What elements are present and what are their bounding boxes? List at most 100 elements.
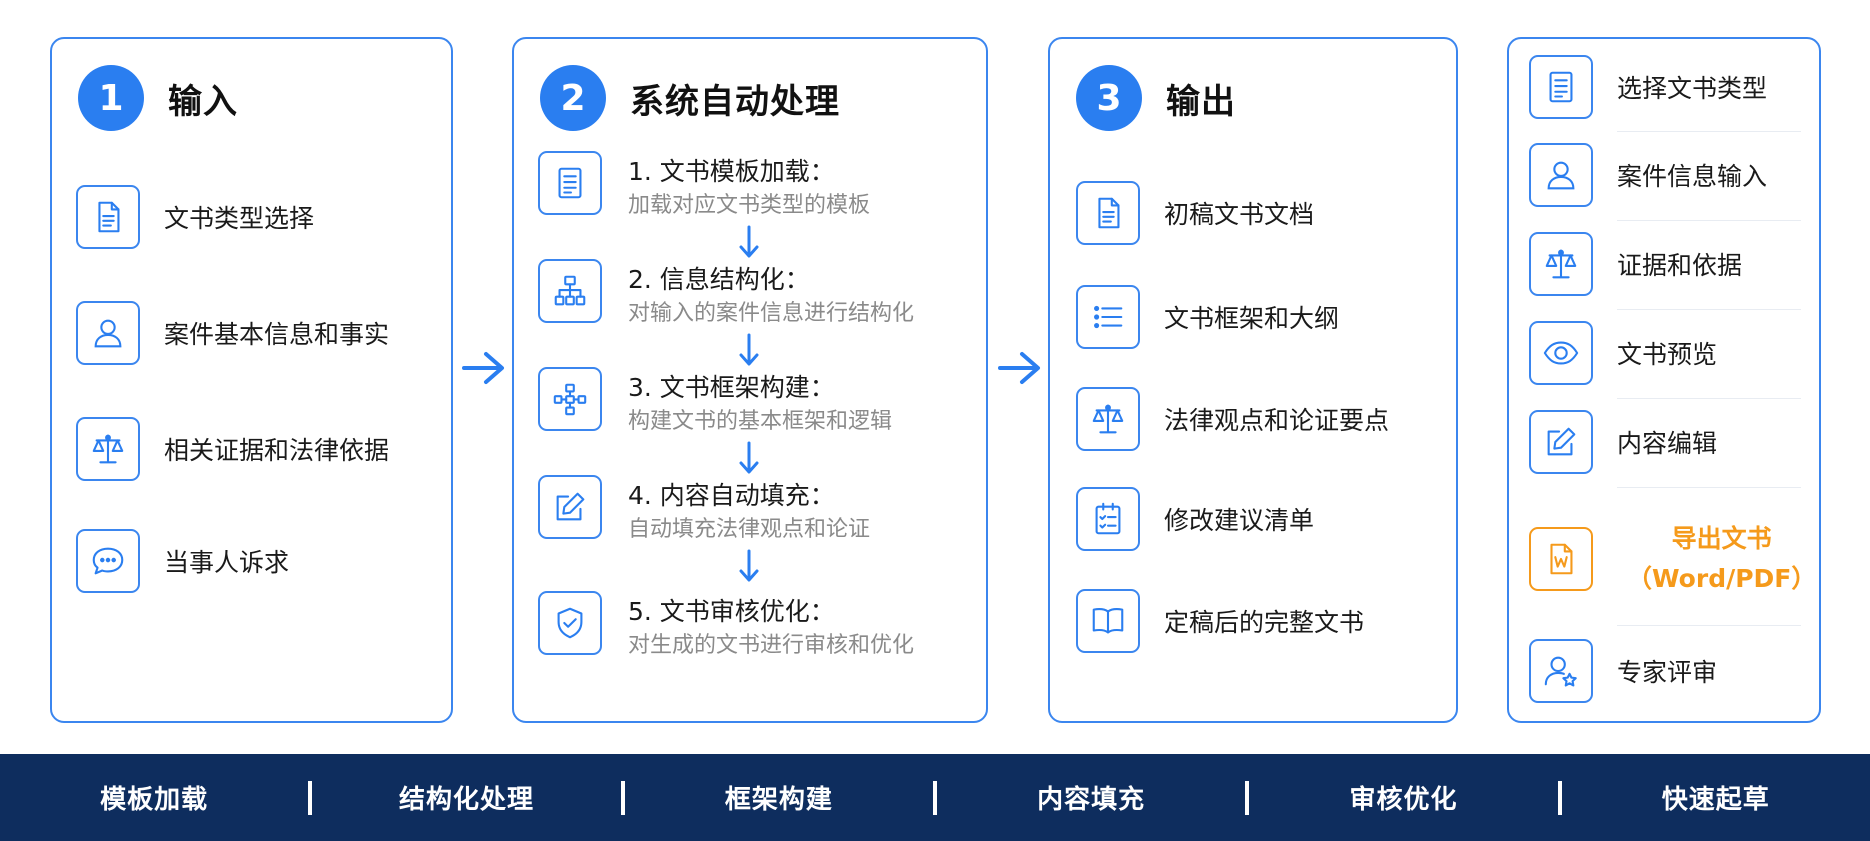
input-item-case-info: 案件基本信息和事实 bbox=[76, 301, 389, 365]
action-select-doc-type[interactable]: 选择文书类型 bbox=[1529, 55, 1767, 119]
action-label: 文书预览 bbox=[1617, 340, 1718, 369]
eye-icon bbox=[1529, 321, 1593, 385]
process-step: 5. 文书审核优化： 对生成的文书进行审核和优化 bbox=[538, 591, 914, 663]
user-icon bbox=[76, 301, 140, 365]
action-evidence[interactable]: 证据和依据 bbox=[1529, 232, 1742, 296]
document-list-icon bbox=[538, 151, 602, 215]
down-arrow-icon bbox=[739, 549, 759, 582]
action-edit[interactable]: 内容编辑 bbox=[1529, 410, 1717, 474]
edit-icon bbox=[1529, 410, 1593, 474]
user-icon bbox=[1529, 143, 1593, 207]
input-item-label: 文书类型选择 bbox=[164, 204, 315, 233]
feature-template-loading: 模板加载 bbox=[100, 785, 209, 815]
action-label: 证据和依据 bbox=[1617, 251, 1743, 280]
banner-divider bbox=[1245, 780, 1250, 815]
output-item-label: 初稿文书文档 bbox=[1164, 200, 1315, 229]
shield-check-icon bbox=[538, 591, 602, 655]
process-step-desc: 对输入的案件信息进行结构化 bbox=[628, 301, 915, 326]
process-step: 2. 信息结构化： 对输入的案件信息进行结构化 bbox=[538, 259, 914, 331]
output-item-outline: 文书框架和大纲 bbox=[1076, 285, 1339, 349]
hierarchy-icon bbox=[538, 259, 602, 323]
down-arrow-icon bbox=[739, 441, 759, 474]
process-step: 4. 内容自动填充： 自动填充法律观点和论证 bbox=[538, 475, 870, 547]
process-step-desc: 对生成的文书进行审核和优化 bbox=[628, 633, 915, 658]
input-item-label: 相关证据和法律依据 bbox=[164, 436, 390, 465]
output-item-label: 修改建议清单 bbox=[1164, 506, 1315, 535]
divider bbox=[1617, 625, 1801, 626]
action-case-info[interactable]: 案件信息输入 bbox=[1529, 143, 1767, 207]
process-panel: 2 系统自动处理 1. 文书模板加载： 加载对应文书类型的模板 2. 信息结构化… bbox=[512, 37, 988, 723]
feature-structuring: 结构化处理 bbox=[398, 785, 534, 815]
network-icon bbox=[538, 367, 602, 431]
feature-banner: 模板加载 结构化处理 框架构建 内容填充 审核优化 快速起草 bbox=[0, 754, 1870, 841]
export-label-line2: （Word/PDF） bbox=[1627, 564, 1817, 593]
book-icon bbox=[1076, 589, 1140, 653]
flow-arrow-icon bbox=[998, 352, 1040, 384]
process-step-title: 5. 文书审核优化： bbox=[628, 597, 835, 626]
process-step-title: 3. 文书框架构建： bbox=[628, 373, 835, 402]
chat-bubble-icon bbox=[76, 529, 140, 593]
divider bbox=[1617, 309, 1801, 310]
feature-review: 审核优化 bbox=[1349, 785, 1458, 815]
banner-divider bbox=[308, 780, 313, 815]
action-label: 专家评审 bbox=[1617, 658, 1718, 687]
flow-arrow-icon bbox=[462, 352, 504, 384]
process-step-desc: 加载对应文书类型的模板 bbox=[628, 193, 871, 218]
output-item-arguments: 法律观点和论证要点 bbox=[1076, 387, 1389, 451]
action-expert-review[interactable]: 专家评审 bbox=[1529, 639, 1717, 703]
banner-divider bbox=[932, 780, 937, 815]
feature-fast-draft: 快速起草 bbox=[1661, 785, 1770, 815]
process-step-desc: 自动填充法律观点和论证 bbox=[628, 517, 871, 542]
output-panel-header: 3 输出 bbox=[1076, 65, 1236, 131]
scales-icon bbox=[1076, 387, 1140, 451]
divider bbox=[1617, 487, 1801, 488]
output-item-label: 法律观点和论证要点 bbox=[1164, 406, 1390, 435]
action-preview[interactable]: 文书预览 bbox=[1529, 321, 1717, 385]
process-step-title: 1. 文书模板加载： bbox=[628, 157, 835, 186]
step-number-badge: 3 bbox=[1076, 65, 1142, 131]
process-step-title: 4. 内容自动填充： bbox=[628, 481, 835, 510]
actions-panel: 选择文书类型 案件信息输入 证据和依据 文书预览 bbox=[1507, 37, 1821, 723]
banner-divider bbox=[1557, 780, 1562, 815]
export-label-line1: 导出文书 bbox=[1671, 524, 1772, 553]
input-panel-header: 1 输入 bbox=[78, 65, 238, 131]
action-label: 内容编辑 bbox=[1617, 429, 1718, 458]
list-icon bbox=[1076, 285, 1140, 349]
process-step-desc: 构建文书的基本框架和逻辑 bbox=[628, 409, 893, 434]
document-list-icon bbox=[1529, 55, 1593, 119]
process-step: 1. 文书模板加载： 加载对应文书类型的模板 bbox=[538, 151, 870, 223]
input-item-evidence: 相关证据和法律依据 bbox=[76, 417, 389, 481]
input-panel: 1 输入 文书类型选择 案件基本信息和事实 相关证据和法律依据 bbox=[50, 37, 453, 723]
edit-icon bbox=[538, 475, 602, 539]
process-step: 3. 文书框架构建： 构建文书的基本框架和逻辑 bbox=[538, 367, 892, 439]
output-panel-title: 输出 bbox=[1166, 81, 1236, 122]
document-icon bbox=[1076, 181, 1140, 245]
output-item-revisions: 修改建议清单 bbox=[1076, 487, 1314, 551]
export-label: 导出文书 （Word/PDF） bbox=[1627, 519, 1816, 599]
action-export[interactable]: 导出文书 （Word/PDF） bbox=[1529, 519, 1816, 599]
output-panel: 3 输出 初稿文书文档 文书框架和大纲 法律观点和论证要点 bbox=[1048, 37, 1458, 723]
feature-content-fill: 内容填充 bbox=[1037, 785, 1146, 815]
scales-icon bbox=[1529, 232, 1593, 296]
input-item-doc-type: 文书类型选择 bbox=[76, 185, 314, 249]
feature-framework: 框架构建 bbox=[724, 785, 833, 815]
output-item-draft: 初稿文书文档 bbox=[1076, 181, 1314, 245]
user-star-icon bbox=[1529, 639, 1593, 703]
step-number-badge: 2 bbox=[540, 65, 606, 131]
divider bbox=[1617, 220, 1801, 221]
process-panel-title: 系统自动处理 bbox=[630, 81, 840, 122]
process-panel-header: 2 系统自动处理 bbox=[540, 65, 840, 131]
output-item-label: 定稿后的完整文书 bbox=[1164, 608, 1365, 637]
output-item-final: 定稿后的完整文书 bbox=[1076, 589, 1364, 653]
down-arrow-icon bbox=[739, 333, 759, 366]
word-file-icon bbox=[1529, 527, 1593, 591]
checklist-icon bbox=[1076, 487, 1140, 551]
banner-divider bbox=[620, 780, 625, 815]
input-item-label: 案件基本信息和事实 bbox=[164, 320, 390, 349]
input-item-label: 当事人诉求 bbox=[164, 548, 290, 577]
action-label: 选择文书类型 bbox=[1617, 74, 1768, 103]
down-arrow-icon bbox=[739, 225, 759, 258]
divider bbox=[1617, 398, 1801, 399]
input-panel-title: 输入 bbox=[168, 81, 238, 122]
output-item-label: 文书框架和大纲 bbox=[1164, 304, 1340, 333]
